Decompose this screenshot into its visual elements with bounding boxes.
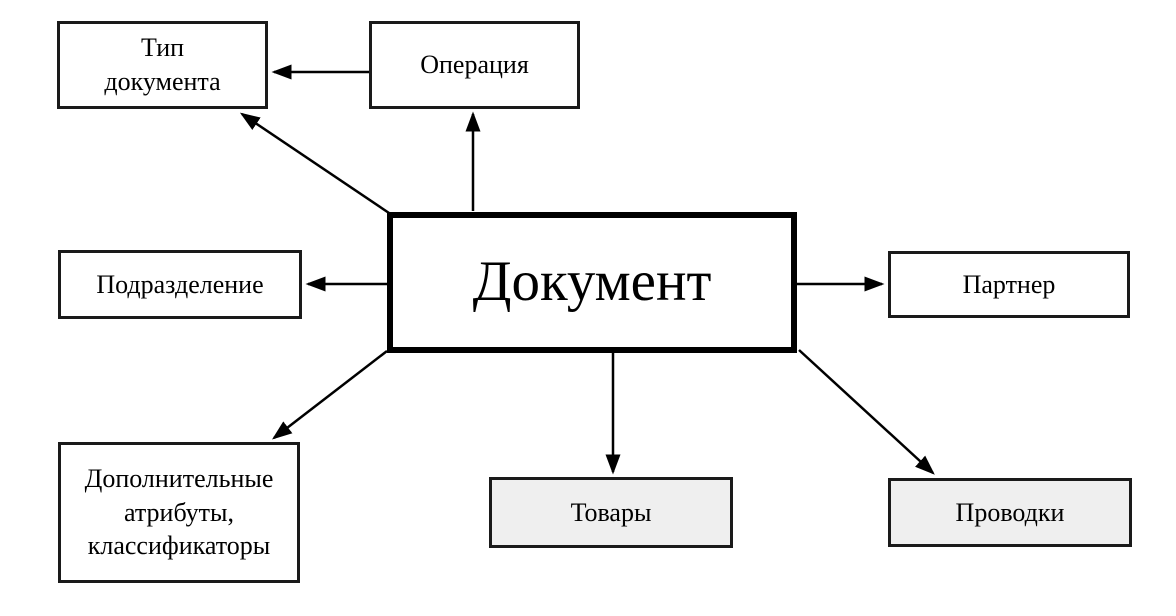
node-tovary-label: Товары <box>570 497 652 527</box>
node-dokument: Документ <box>387 212 797 353</box>
node-provodki: Проводки <box>888 478 1132 547</box>
node-partner: Партнер <box>888 251 1130 318</box>
node-podrazdelenie-label: Подразделение <box>96 269 264 299</box>
node-operatsiya: Операция <box>369 21 580 109</box>
node-partner-label: Партнер <box>962 269 1056 299</box>
node-dop-atributy-label: Дополнительные атрибуты, классификаторы <box>84 463 274 561</box>
arrow-dokument-to-provodki <box>798 349 935 475</box>
node-tip-dokumenta-label: Тип документа <box>104 33 221 96</box>
node-provodki-label: Проводки <box>955 497 1065 527</box>
node-dop-atributy: Дополнительные атрибуты, классификаторы <box>58 442 300 583</box>
node-dokument-label: Документ <box>472 250 712 314</box>
node-tovary: Товары <box>489 477 733 548</box>
node-tip-dokumenta: Тип документа <box>57 21 268 109</box>
node-podrazdelenie: Подразделение <box>58 250 302 319</box>
node-operatsiya-label: Операция <box>420 50 529 80</box>
arrow-dokument-to-dop-atributy <box>272 350 388 440</box>
arrow-dokument-to-tip-dokumenta <box>239 112 390 215</box>
